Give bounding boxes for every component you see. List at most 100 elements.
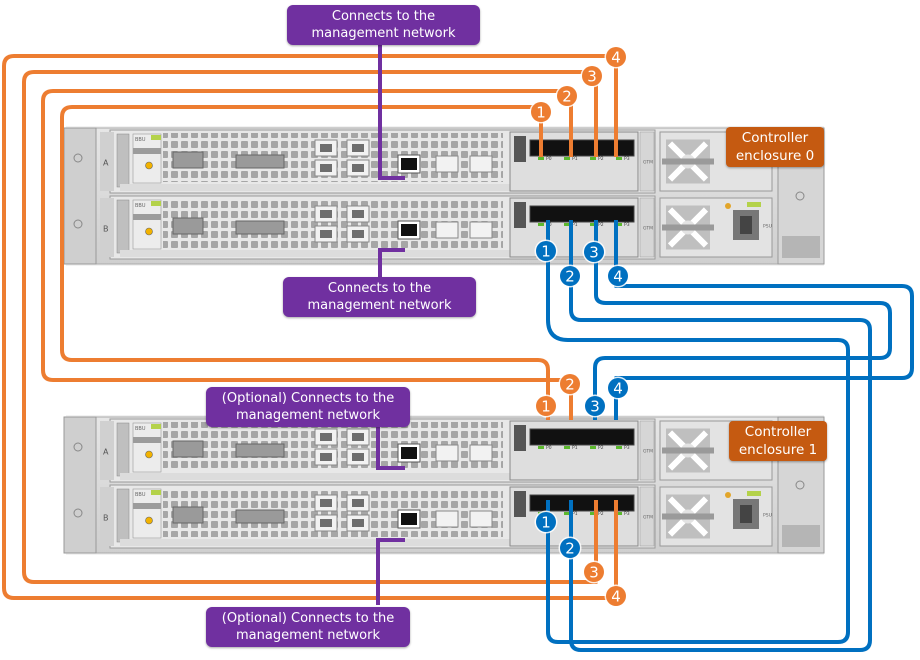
bbu-module [132, 422, 162, 473]
psu-latch [747, 491, 761, 496]
port-led [616, 157, 622, 160]
rj45-socket [320, 519, 332, 527]
rj45-socket [320, 210, 332, 218]
gtm-slot [639, 131, 655, 192]
enclosures-layer: ABBUP0P1P2P3GTMPSUBBBUP0P1P2P3GTMPSUABBU… [63, 126, 825, 555]
port-label-p2: P2 [598, 511, 604, 517]
badge-circle [608, 378, 628, 398]
sfp-p0-p1 [172, 506, 204, 524]
ear-screw [795, 480, 805, 490]
port-led [538, 446, 544, 449]
callout-line2: management network [235, 628, 380, 643]
port-led [564, 223, 570, 226]
controller-enclosure-1: ABBUP0P1P2P3GTMPSUBBBUP0P1P2P3GTMPSU [63, 415, 825, 555]
rj45-socket [352, 453, 364, 461]
ear-screw [73, 153, 83, 163]
port-led [616, 512, 622, 515]
enclosure-label-line1: Controller [741, 130, 809, 146]
port-label-strip [120, 184, 510, 191]
badge-enc0-a-4: 4 [604, 45, 628, 69]
gtm-tab [116, 133, 130, 188]
badge-enc0-a-2: 2 [555, 84, 579, 108]
rj45-socket [352, 144, 364, 152]
port-label-p2: P2 [598, 156, 604, 162]
badge-enc0-b-4: 4 [606, 264, 630, 288]
rj45-socket [352, 499, 364, 507]
gtm-slot [639, 486, 655, 547]
badge-circle [560, 538, 580, 558]
rj45-socket [320, 433, 332, 441]
port-label-strip [120, 539, 510, 546]
port-label-p3: P3 [624, 222, 630, 228]
left-mounting-ear [63, 416, 97, 554]
badge-circle [585, 396, 605, 416]
mgmt-leader-lines [376, 45, 405, 605]
mgmt-leader-enc0-b [378, 248, 405, 280]
gtm-tab [116, 422, 130, 477]
port-led [590, 446, 596, 449]
badge-number: 2 [565, 540, 575, 558]
port-label-p3: P3 [624, 445, 630, 451]
bbu-module [132, 488, 162, 539]
orange-cable-4 [2, 54, 618, 600]
port-led [538, 223, 544, 226]
blue-cable-3 [593, 220, 892, 420]
maintenance-port [435, 221, 459, 239]
port-led [590, 223, 596, 226]
interface-module-handle [514, 425, 526, 451]
port-led [564, 512, 570, 515]
mgmt-callout-enc1-a: (Optional) Connects to the management ne… [206, 387, 410, 427]
port-led [616, 446, 622, 449]
psu-handle [662, 447, 714, 454]
bbu-handle [133, 214, 161, 220]
badge-number: 3 [589, 244, 599, 262]
bbu-latch [151, 490, 161, 495]
mgmt-leader-enc1-a [376, 425, 405, 470]
badge-circle [582, 66, 602, 86]
port-label-strip [120, 473, 510, 480]
badge-number: 1 [541, 243, 551, 261]
blue-cable-1 [546, 220, 850, 644]
controller-handle [100, 132, 114, 191]
badge-number: 1 [541, 514, 551, 532]
badge-number: 1 [541, 398, 551, 416]
port-label-p1: P1 [572, 445, 578, 451]
ear-screw [73, 219, 83, 229]
fc-port-cage [529, 205, 635, 223]
port-led [616, 223, 622, 226]
mgmt-callout-enc1-b: (Optional) Connects to the management ne… [206, 607, 410, 647]
rj45-socket [320, 164, 332, 172]
blue-cable-2 [569, 220, 872, 652]
badge-enc0-a-3: 3 [580, 64, 604, 88]
badge-number: 2 [565, 376, 575, 394]
badge-enc1-a-2: 2 [558, 372, 582, 396]
port-label-p0: P0 [546, 156, 552, 162]
badge-circle [557, 86, 577, 106]
enclosure-label-line2: enclosure 0 [735, 148, 815, 164]
badge-number: 4 [611, 49, 621, 67]
controller-letter: A [103, 159, 109, 168]
maintenance-port [435, 510, 459, 528]
badge-enc0-a-1: 1 [529, 100, 553, 124]
ear-plate [782, 236, 820, 258]
gtm-label: GTM [643, 449, 653, 455]
ear-screw [73, 508, 83, 518]
psu-handle [662, 224, 714, 231]
ear-screw [73, 442, 83, 452]
sfp-p2-p3 [235, 154, 285, 169]
interface-module-handle [514, 491, 526, 517]
badge-enc0-b-1: 1 [534, 239, 558, 263]
badge-circle [560, 374, 580, 394]
mgmt-port-socket [401, 224, 417, 236]
rj45-socket [320, 230, 332, 238]
port-led [564, 446, 570, 449]
rj45-socket [320, 453, 332, 461]
enclosure-label-line2: enclosure 1 [738, 442, 818, 458]
psu-handle [662, 158, 714, 165]
mgmt-callout-enc0-a: Connects to the management network [287, 5, 480, 45]
badge-number: 4 [611, 588, 621, 606]
port-label-p1: P1 [572, 222, 578, 228]
mgmt-port-socket [401, 447, 417, 459]
controller-handle [100, 421, 114, 480]
